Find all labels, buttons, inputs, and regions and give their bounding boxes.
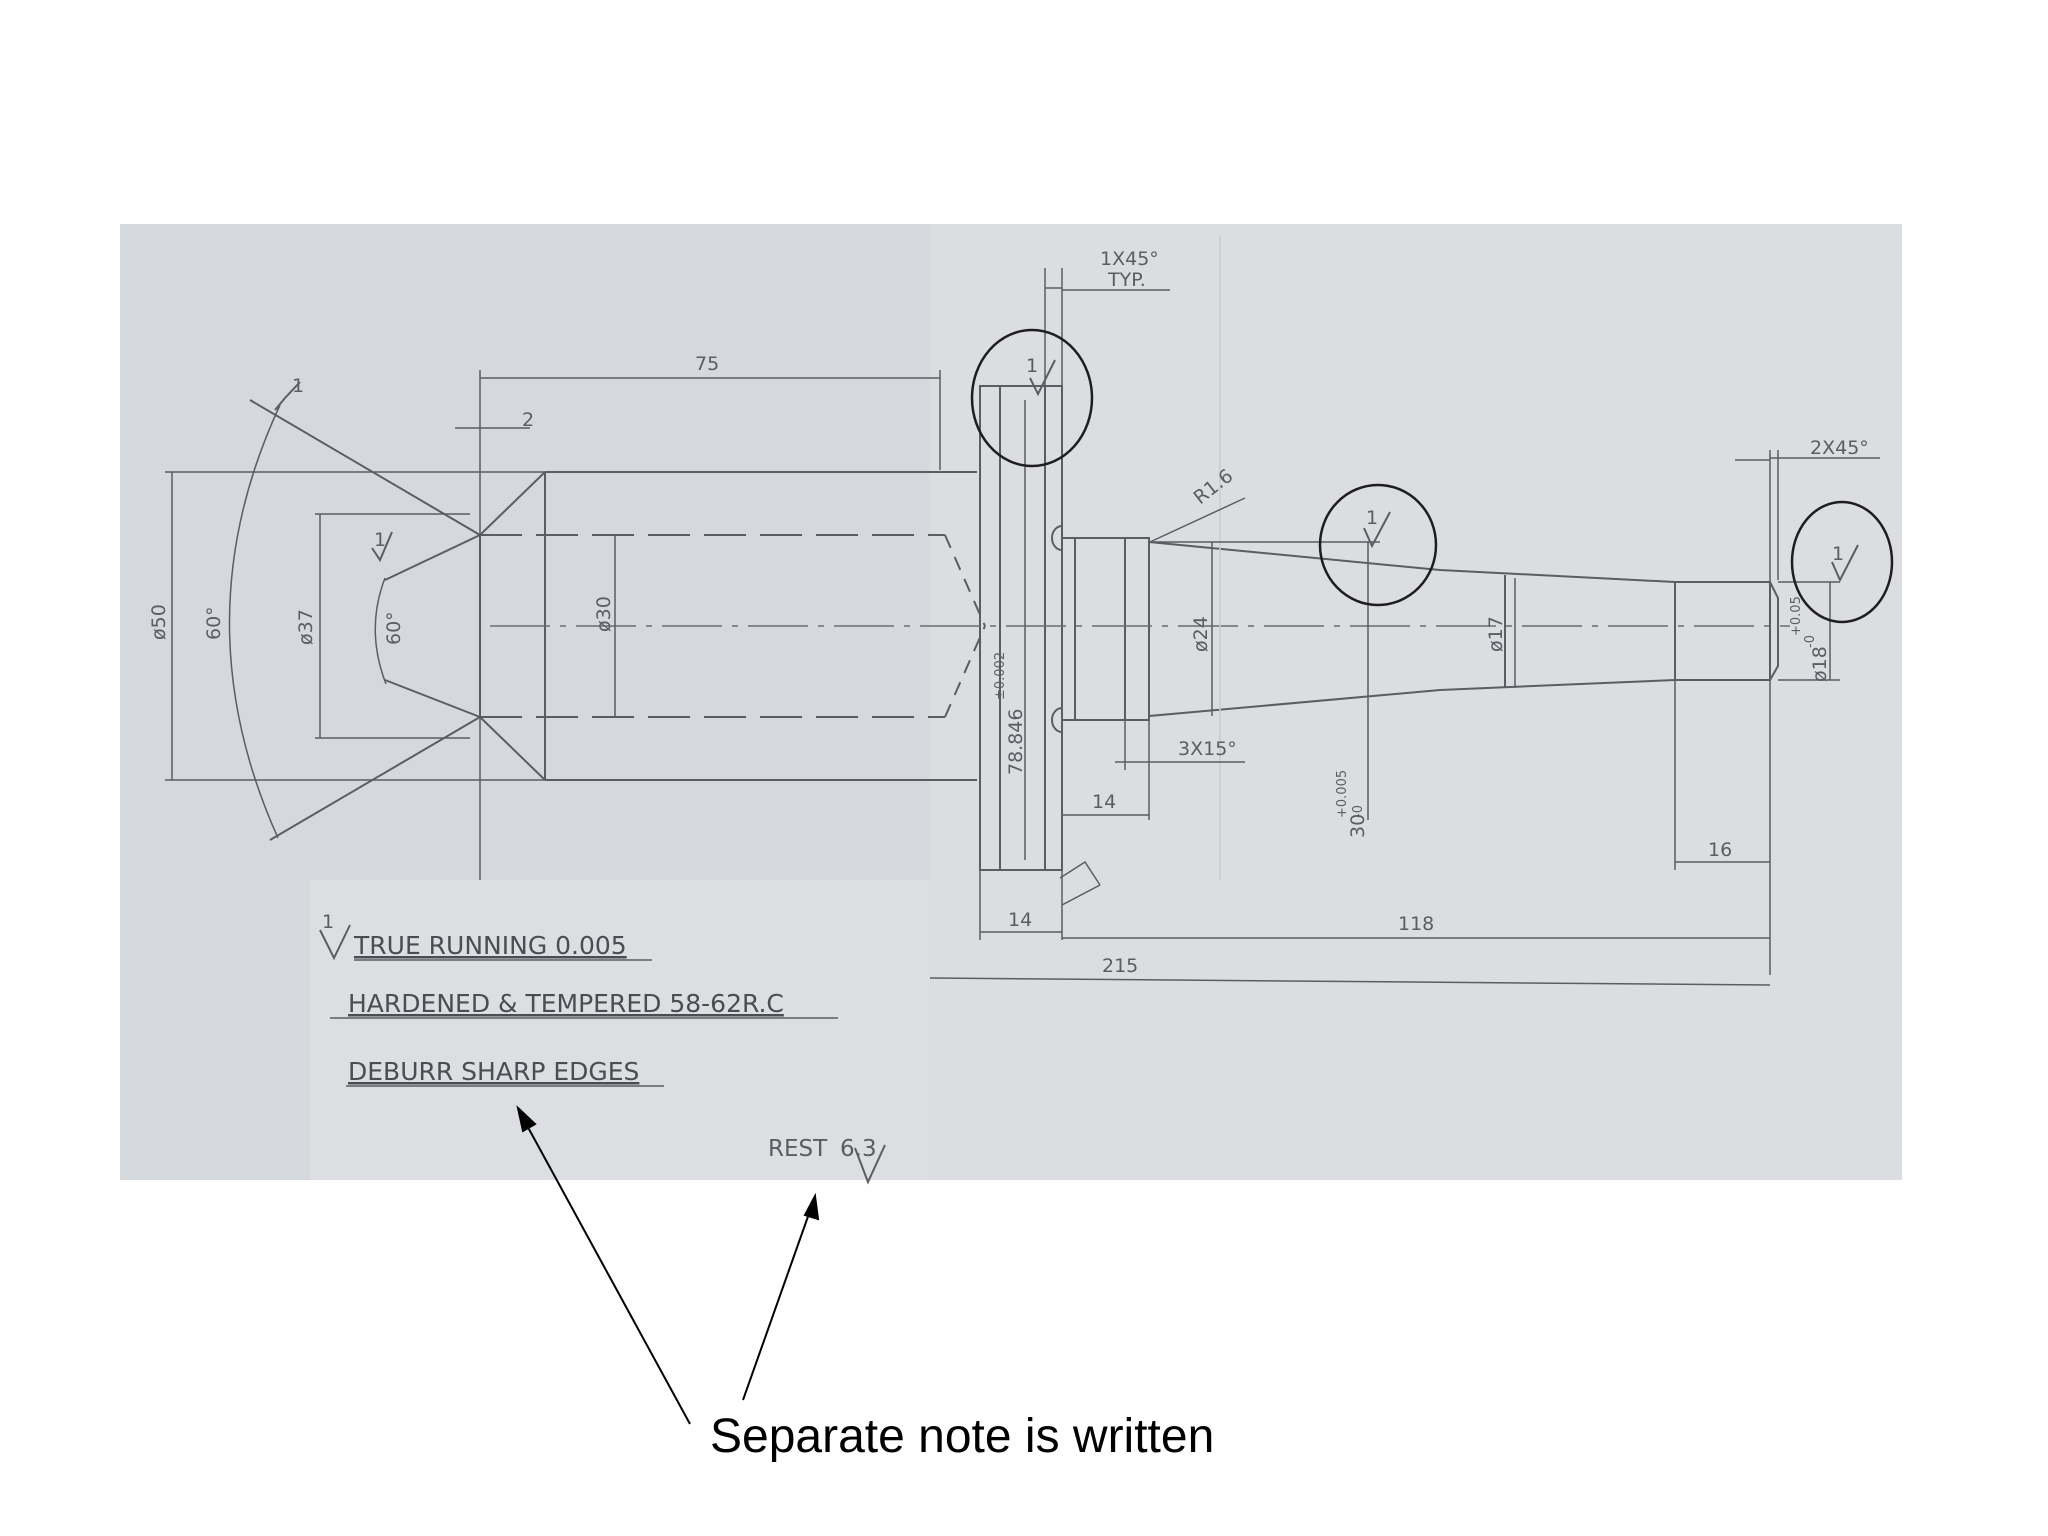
dim-30-tol-lower: -0 [1351, 805, 1366, 818]
dim-78846: 78.846 [1005, 709, 1027, 775]
surface-finish-marks [274, 359, 1859, 1185]
dim-dia18-tol-upper: +0.05 [1789, 596, 1804, 636]
dim-30: 30 [1347, 814, 1369, 838]
dim-angle60-outer: 60° [203, 606, 225, 640]
finish-value-taper: 1 [1366, 507, 1378, 529]
dim-dia17: ø17 [1485, 616, 1507, 652]
dim-75: 75 [695, 353, 719, 375]
finish-value-left: 1 [292, 375, 304, 397]
dim-2x45: 2X45° [1810, 437, 1869, 459]
dim-14-groove: 14 [1092, 791, 1116, 813]
finish-mark-left [274, 381, 301, 411]
finish-value-note: 1 [322, 911, 334, 933]
finish-mark-flange [1029, 359, 1056, 397]
dim-14-flange: 14 [1008, 909, 1032, 931]
note-hardened: HARDENED & TEMPERED 58-62R.C [348, 989, 784, 1018]
drawing-paper-note-panel [310, 880, 930, 1180]
dim-dia18-tol-lower: -0 [1803, 635, 1818, 648]
dim-dia50: ø50 [148, 604, 170, 640]
finish-mark-note [319, 924, 351, 961]
dim-2: 2 [522, 409, 534, 431]
dim-118: 118 [1398, 913, 1434, 935]
drawing-paper-right-panel [930, 224, 1902, 1180]
finish-mark-taper [1363, 511, 1391, 549]
highlight-circle-end [1790, 500, 1894, 624]
arrow-to-rest [742, 1207, 812, 1401]
caption-separate-note: Separate note is written [710, 1410, 1214, 1463]
dim-78846-tol: ±0.002 [993, 652, 1008, 700]
note-true-running: TRUE RUNNING 0.005 [353, 931, 627, 960]
dim-16: 16 [1708, 839, 1732, 861]
dim-1x45: 1X45° [1100, 248, 1159, 270]
dim-dia24: ø24 [1190, 616, 1212, 652]
finish-value-flange: 1 [1026, 355, 1038, 377]
note-rest-value: 6.3 [840, 1136, 877, 1162]
dim-dia37: ø37 [295, 609, 317, 645]
dim-215: 215 [1102, 955, 1138, 977]
highlight-circle-flange [970, 328, 1094, 468]
finish-value-end: 1 [1832, 543, 1844, 565]
arrow-to-notes [523, 1119, 691, 1425]
arrow-to-notes-head [516, 1105, 537, 1133]
finish-mark-end [1831, 544, 1859, 583]
finish-mark-rest [854, 1144, 886, 1185]
highlight-circles [970, 328, 1894, 624]
note-deburr: DEBURR SHARP EDGES [348, 1057, 639, 1086]
finish-mark-inner [371, 531, 393, 563]
highlight-circle-taper [1318, 483, 1438, 607]
annotation-arrows [516, 1105, 820, 1425]
dim-angle60-inner: 60° [383, 611, 405, 645]
arrow-to-rest-head [803, 1192, 820, 1221]
finish-value-inner: 1 [374, 529, 386, 551]
dim-dia18: ø18 [1809, 646, 1831, 682]
dim-dia30: ø30 [593, 596, 615, 632]
dimension-lines [165, 268, 1880, 986]
note-rest-label: REST [768, 1136, 828, 1162]
dim-3x15: 3X15° [1178, 738, 1237, 760]
dim-typ: TYP. [1107, 269, 1146, 291]
centre-lines [490, 236, 1790, 880]
dim-30-tol-upper: +0.005 [1335, 770, 1350, 818]
